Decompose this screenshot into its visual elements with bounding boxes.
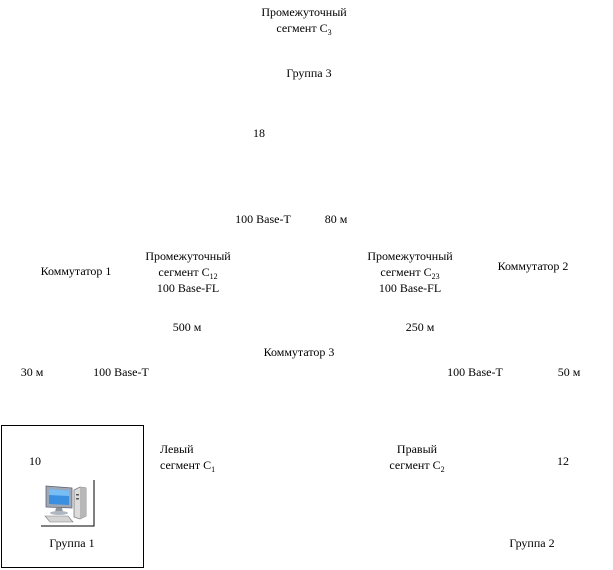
left-segment-line1: Левый: [160, 442, 194, 456]
right-segment-line1: Правый: [396, 442, 438, 456]
group1-box: [1, 425, 144, 568]
group3-label: Группа 3: [286, 66, 332, 80]
segment-c23-medium: 100 Base-FL: [378, 281, 442, 295]
right-link-length: 50 м: [557, 365, 581, 379]
left-segment-line2: сегмент С1: [160, 458, 216, 474]
left-link-type: 100 Base-T: [93, 365, 149, 379]
segment-c12-label: Промежуточный сегмент С12 100 Base-FL: [128, 248, 248, 296]
group2-label: Группа 2: [509, 536, 555, 550]
segment-c12-line2: сегмент С12: [158, 265, 218, 281]
group3-count: 18: [253, 126, 265, 140]
group2-count: 12: [557, 454, 569, 468]
segment-c23-line2: сегмент С23: [380, 265, 440, 281]
uplink-type: 100 Base-T: [235, 212, 291, 226]
segment-c3-line1: Промежуточный: [261, 5, 347, 19]
group1-label: Группа 1: [49, 536, 95, 550]
switch2-label: Коммутатор 2: [497, 259, 569, 273]
segment-c23-label: Промежуточный сегмент С23 100 Base-FL: [350, 248, 470, 296]
segment-c3-label: Промежуточный сегмент С3: [244, 4, 364, 37]
uplink-length: 80 м: [324, 212, 348, 226]
group1-count: 10: [29, 454, 41, 468]
left-link-length: 30 м: [20, 365, 44, 379]
switch1-label: Коммутатор 1: [40, 264, 112, 278]
right-link-type: 100 Base-T: [447, 365, 503, 379]
segment-c12-medium: 100 Base-FL: [156, 281, 220, 295]
right-segment-label: Правый сегмент С2: [372, 441, 462, 474]
switch3-label: Коммутатор 3: [263, 345, 335, 359]
computer-icon: [41, 480, 95, 527]
segment-c23-line1: Промежуточный: [367, 249, 453, 263]
segment-c12-length: 500 м: [172, 320, 202, 334]
right-segment-line2: сегмент С2: [389, 458, 445, 474]
segment-c3-line2: сегмент С3: [276, 21, 332, 37]
left-segment-label: Левый сегмент С1: [160, 441, 216, 474]
segment-c12-line1: Промежуточный: [145, 249, 231, 263]
segment-c23-length: 250 м: [405, 320, 435, 334]
